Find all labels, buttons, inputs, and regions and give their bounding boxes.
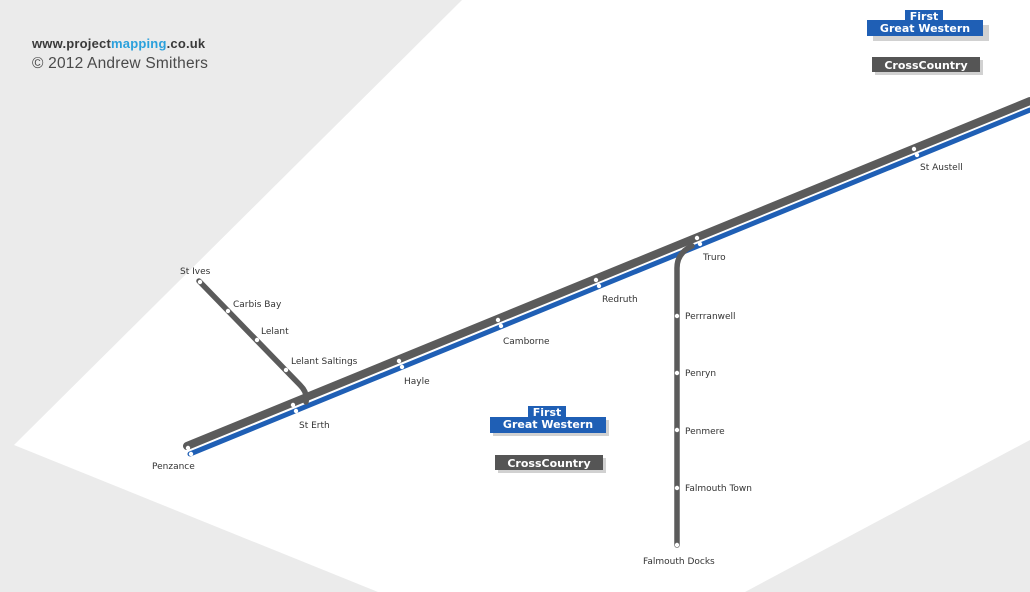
- crosscountry-logo-top: CrossCountry: [872, 57, 983, 75]
- dot-camborne-b: [498, 323, 504, 329]
- dot-lelant: [254, 337, 260, 343]
- station-label-falmouth-docks: Falmouth Docks: [643, 557, 715, 567]
- dot-st-ives: [197, 279, 203, 285]
- station-label-st-erth: St Erth: [299, 421, 330, 431]
- dot-falmouth-docks: [674, 542, 680, 548]
- dot-truro-a: [694, 235, 700, 241]
- station-label-hayle: Hayle: [404, 377, 430, 387]
- station-label-carbis-bay: Carbis Bay: [233, 300, 282, 310]
- station-label-penryn: Penryn: [685, 369, 716, 379]
- dot-camborne-a: [495, 317, 501, 323]
- dot-perranwell: [674, 313, 680, 319]
- main-line-blue: [187, 107, 1030, 457]
- station-label-penmere: Penmere: [685, 427, 725, 437]
- crosscountry-centre-text: CrossCountry: [507, 457, 590, 470]
- url-highlight: mapping: [111, 36, 167, 51]
- station-label-redruth: Redruth: [602, 295, 638, 305]
- station-label-falmouth-town: Falmouth Town: [685, 484, 752, 494]
- branch-station-dots: [197, 279, 680, 548]
- fgw-logo-top: First Great Western: [867, 10, 989, 41]
- station-label-lelant: Lelant: [261, 327, 289, 337]
- fgw-top-line2: Great Western: [880, 22, 970, 35]
- station-label-st-ives: St Ives: [180, 267, 211, 277]
- fgw-top-line1: First: [910, 10, 939, 23]
- crosscountry-top-text: CrossCountry: [884, 59, 967, 72]
- copyright-text: © 2012 Andrew Smithers: [32, 55, 209, 72]
- station-label-penzance: Penzance: [152, 462, 195, 472]
- dot-st-austell-b: [914, 152, 920, 158]
- url-suffix: .co.uk: [166, 36, 206, 51]
- station-label-st-austell: St Austell: [920, 163, 963, 173]
- website-link[interactable]: www.projectmapping.co.uk: [32, 36, 208, 51]
- dot-hayle-a: [396, 358, 402, 364]
- dot-redruth-a: [593, 277, 599, 283]
- url-prefix: www.project: [32, 36, 112, 51]
- land-area: [14, 0, 1030, 592]
- crosscountry-logo-centre: CrossCountry: [495, 455, 606, 473]
- station-label-camborne: Camborne: [503, 337, 550, 347]
- dot-penzance-b: [188, 451, 194, 457]
- station-label-truro: Truro: [702, 253, 726, 263]
- main-line-station-dots: [185, 146, 920, 457]
- fgw-centre-line2: Great Western: [503, 418, 593, 431]
- credit-block: www.projectmapping.co.uk © 2012 Andrew S…: [32, 36, 208, 73]
- dot-falmouth-town: [674, 485, 680, 491]
- station-label-perranwell: Perrranwell: [685, 312, 736, 322]
- dot-lelant-saltings: [283, 367, 289, 373]
- dot-hayle-b: [399, 364, 405, 370]
- falmouth-branch: [674, 243, 695, 548]
- dot-st-erth-b: [293, 408, 299, 414]
- dot-truro-b: [697, 241, 703, 247]
- dot-carbis-bay: [225, 308, 231, 314]
- dot-st-austell-a: [911, 146, 917, 152]
- main-line-grey: [183, 97, 1030, 450]
- st-ives-branch: [196, 278, 310, 405]
- dot-penmere: [674, 427, 680, 433]
- dot-st-erth-a: [290, 402, 296, 408]
- station-label-lelant-saltings: Lelant Saltings: [291, 357, 358, 367]
- fgw-centre-line1: First: [533, 406, 562, 419]
- fgw-logo-centre: First Great Western: [490, 406, 609, 436]
- dot-penzance-a: [185, 445, 191, 451]
- dot-penryn: [674, 370, 680, 376]
- dot-redruth-b: [596, 283, 602, 289]
